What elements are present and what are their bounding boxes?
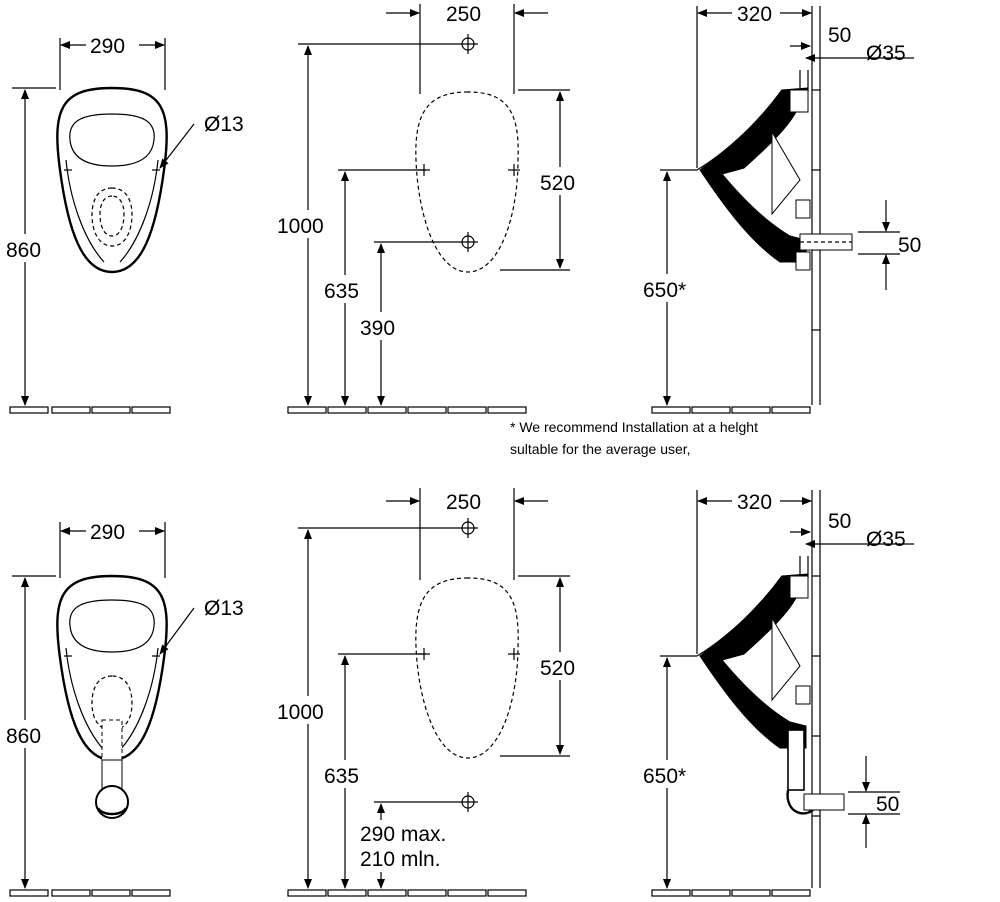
front-height-label: 860 bbox=[6, 239, 41, 262]
holes-spacing-label: 250 bbox=[446, 3, 481, 26]
side-rim-height-label: 650* bbox=[643, 279, 686, 302]
holes-bowl-height-label: 520 bbox=[540, 172, 575, 195]
holes-outlet-min-label: 210 mln. bbox=[360, 848, 441, 871]
holes-bowl-height-label-bottom: 520 bbox=[540, 657, 575, 680]
holes-total-height-label-bottom: 1000 bbox=[277, 701, 324, 724]
holes-spacing-label-bottom: 250 bbox=[446, 491, 481, 514]
side-offset-label: 50 bbox=[828, 24, 851, 47]
installation-note-line1: * We recommend Installation at a helght bbox=[510, 419, 758, 435]
side-offset-label-bottom: 50 bbox=[828, 510, 851, 533]
side-rim-height-label-bottom: 650* bbox=[643, 765, 686, 788]
holes-outlet-max-label: 290 max. bbox=[360, 823, 446, 846]
side-depth-label-bottom: 320 bbox=[737, 491, 772, 514]
front-view-top: 290 860 Ø13 bbox=[4, 35, 244, 414]
side-diameter-label: Ø35 bbox=[866, 42, 906, 65]
front-hole-label-bottom: Ø13 bbox=[204, 597, 244, 620]
front-width-label-bottom: 290 bbox=[90, 521, 125, 544]
side-depth-label: 320 bbox=[737, 3, 772, 26]
side-diameter-label-bottom: Ø35 bbox=[866, 528, 906, 551]
holes-total-height-label: 1000 bbox=[277, 215, 324, 238]
side-view-top: 320 50 Ø35 50 650* bbox=[640, 3, 921, 414]
side-outlet-label: 50 bbox=[898, 234, 921, 257]
hole-pattern-top: 250 1000 520 635 390 bbox=[276, 3, 584, 414]
side-view-bottom: 320 50 Ø35 50 650* bbox=[640, 490, 914, 897]
holes-outlet-height-label: 390 bbox=[360, 317, 395, 340]
front-height-label-bottom: 860 bbox=[6, 725, 41, 748]
side-outlet-label-bottom: 50 bbox=[876, 793, 899, 816]
front-hole-label: Ø13 bbox=[204, 113, 244, 136]
installation-note-line2: sultable for the average user, bbox=[510, 441, 691, 457]
holes-mid-height-label-bottom: 635 bbox=[324, 765, 359, 788]
front-width-label: 290 bbox=[90, 35, 125, 58]
front-view-bottom: 290 860 Ø13 bbox=[4, 521, 244, 897]
holes-mid-height-label: 635 bbox=[324, 280, 359, 303]
hole-pattern-bottom: 250 1000 520 635 290 max. 210 mln. bbox=[276, 488, 584, 897]
